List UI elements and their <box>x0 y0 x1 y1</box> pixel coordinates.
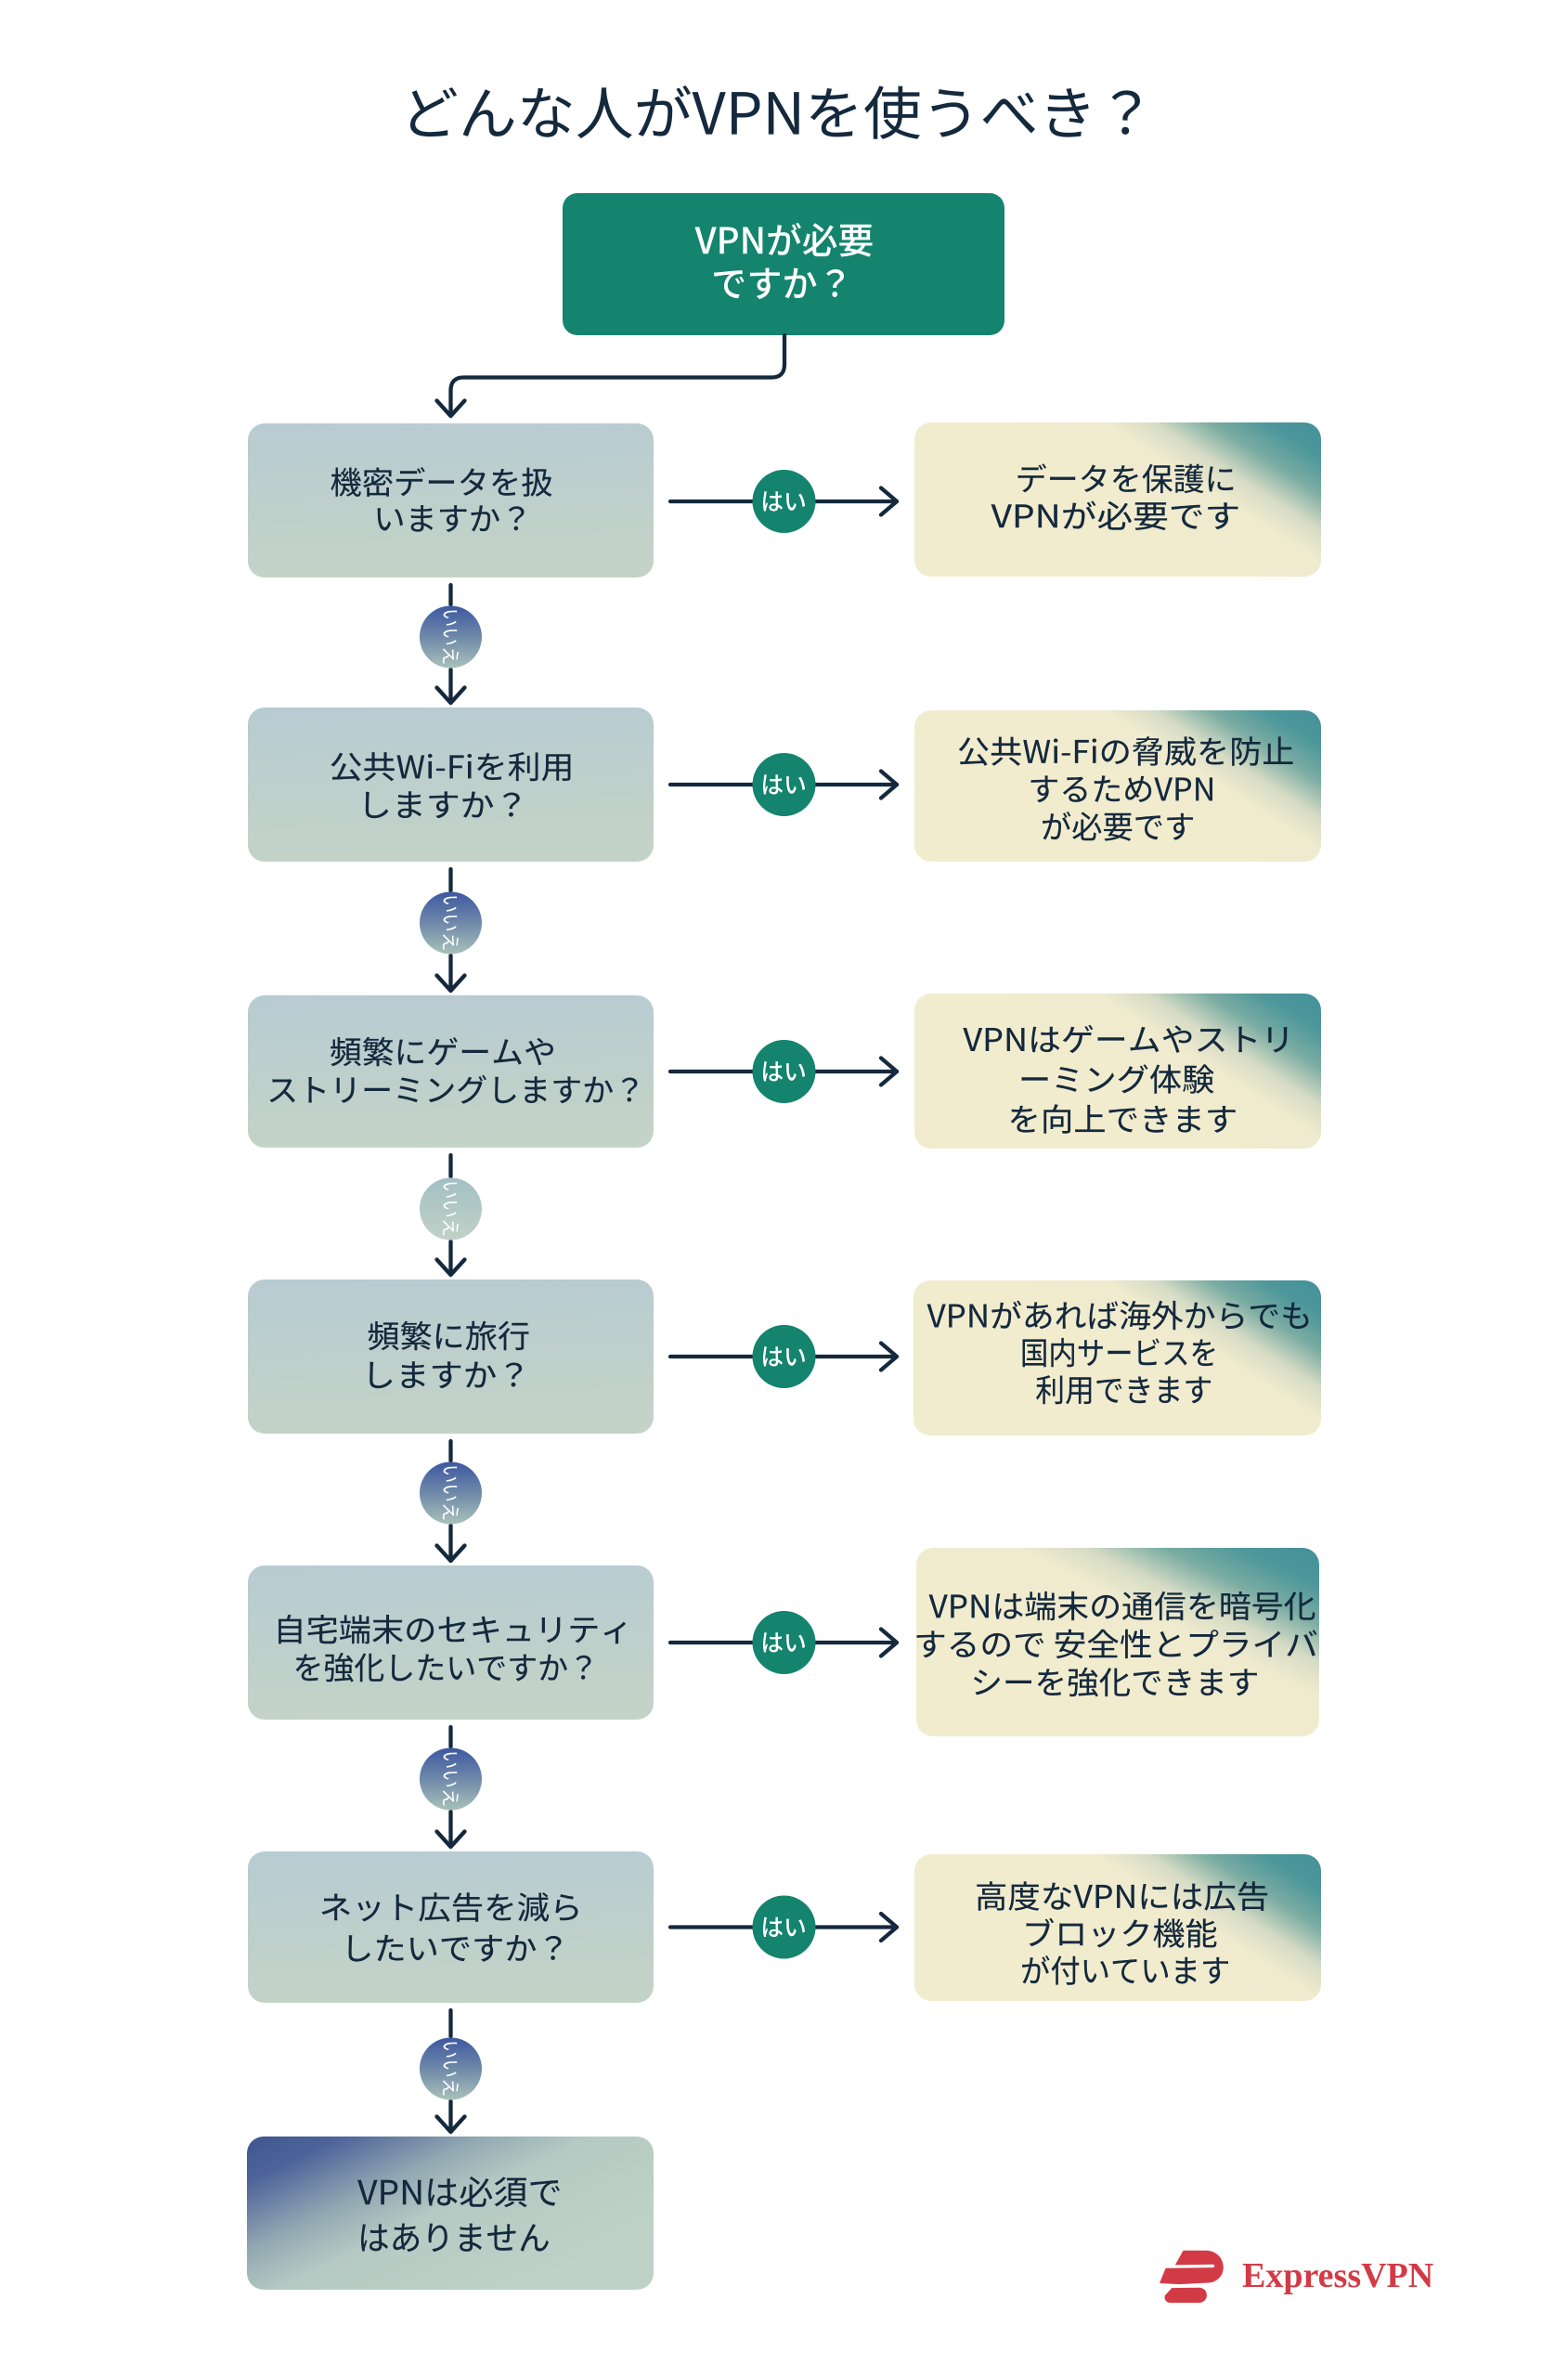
svg-text:ExpressVPN: ExpressVPN <box>1242 2256 1433 2295</box>
